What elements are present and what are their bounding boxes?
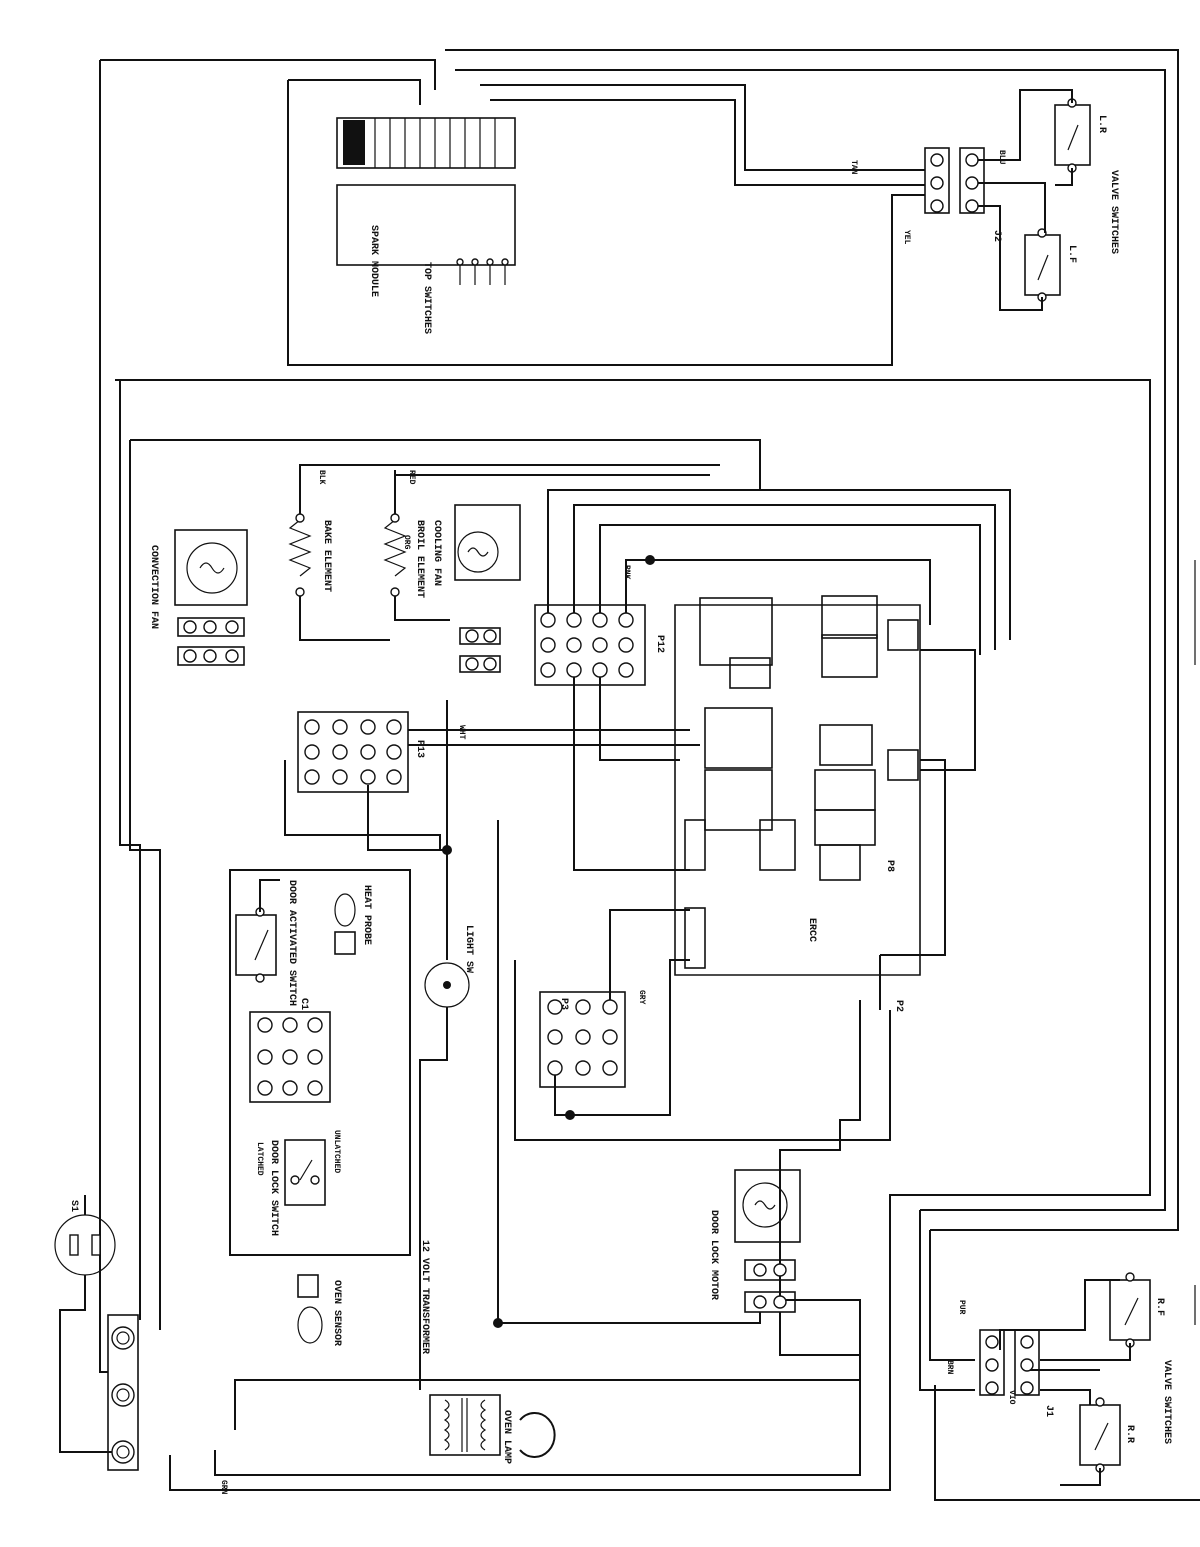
oven-lamp-label: OVEN LAMP bbox=[501, 1410, 512, 1464]
p12-label: P12 bbox=[654, 635, 665, 653]
j2-label: J2 bbox=[991, 230, 1002, 242]
p2-label: P2 bbox=[893, 1000, 904, 1012]
wire-code: YEL bbox=[902, 230, 911, 245]
spark-module: SPARK MODULE TOP SWITCHES bbox=[336, 117, 516, 334]
valve-switches-top-label: VALVE SWITCHES bbox=[1108, 170, 1119, 254]
power-terminal-block: S1 bbox=[54, 1195, 139, 1471]
wire-code: BLK bbox=[317, 470, 326, 485]
oven-sensor-label: OVEN SENSOR bbox=[331, 1280, 342, 1346]
door-lock-switch: DOOR LOCK SWITCH LATCHED UNLATCHED bbox=[255, 1130, 341, 1236]
bake-element-label: BAKE ELEMENT bbox=[321, 520, 332, 592]
valve-rf-label: R.F bbox=[1154, 1298, 1165, 1316]
wire-code: PUR bbox=[957, 1300, 966, 1315]
p3-connector: P3 bbox=[514, 909, 891, 1141]
cooling-fan-label: COOLING FAN bbox=[431, 520, 442, 586]
valve-switches-top: L.R L.F VALVE SWITCHES J2 bbox=[924, 89, 1119, 311]
door-activated-switch: DOOR ACTIVATED SWITCH HEAT PROBE bbox=[235, 879, 372, 1006]
door-lock-motor: DOOR LOCK MOTOR bbox=[493, 820, 860, 1356]
ercc-board: ERCC P8 P2 bbox=[674, 595, 976, 1012]
wire-code: PNK bbox=[622, 565, 631, 580]
wire-code: GRN bbox=[219, 1480, 228, 1495]
convection-fan: CONVECTION FAN bbox=[148, 529, 248, 666]
p8-label: P8 bbox=[884, 860, 895, 872]
j1-label: J1 bbox=[1043, 1405, 1054, 1417]
wire-code: TAN bbox=[849, 160, 858, 175]
light-switch: LIGHT SW bbox=[419, 925, 474, 1390]
p3-label: P3 bbox=[558, 998, 569, 1010]
wire-code: BRN bbox=[945, 1360, 954, 1375]
wire-code: VIO bbox=[1007, 1390, 1016, 1405]
p13-connector: P13 bbox=[284, 700, 700, 960]
unlatched-label: UNLATCHED bbox=[332, 1130, 341, 1173]
valve-switches-bottom-label: VALVE SWITCHES bbox=[1161, 1360, 1172, 1444]
top-switches-label: TOP SWITCHES bbox=[421, 262, 432, 334]
door-lock-switch-label: DOOR LOCK SWITCH bbox=[268, 1140, 279, 1236]
valve-rr-label: R.R bbox=[1124, 1425, 1135, 1443]
ercc-label: ERCC bbox=[806, 918, 817, 942]
door-lock-motor-label: DOOR LOCK MOTOR bbox=[708, 1210, 719, 1300]
wire-code: WHT bbox=[457, 725, 466, 740]
p13-label: P13 bbox=[414, 740, 425, 758]
p12-connector: P12 bbox=[534, 489, 1011, 871]
wire-code: GRY bbox=[637, 990, 646, 1005]
wire-code: RED bbox=[407, 470, 416, 485]
convection-fan-label: CONVECTION FAN bbox=[148, 545, 159, 629]
transformer: 12 VOLT TRANSFORMER OVEN LAMP bbox=[419, 1240, 556, 1464]
wire-code: ORG bbox=[402, 535, 411, 550]
transformer-label: 12 VOLT TRANSFORMER bbox=[419, 1240, 430, 1354]
valve-switches-bottom: R.F R.R VALVE SWITCHES J1 bbox=[979, 1272, 1172, 1486]
spark-module-label: SPARK MODULE bbox=[368, 225, 379, 297]
oven-sensor: OVEN SENSOR bbox=[297, 1274, 342, 1346]
heating-elements: BAKE ELEMENT BROIL ELEMENT COOLING FAN bbox=[288, 464, 720, 673]
valve-lf-label: L.F bbox=[1066, 245, 1077, 263]
wire-code: BLU bbox=[997, 150, 1006, 165]
s1-label: S1 bbox=[68, 1200, 79, 1212]
c1-label: C1 bbox=[298, 998, 309, 1010]
door-activated-switch-label: DOOR ACTIVATED SWITCH bbox=[286, 880, 297, 1006]
c1-connector: C1 bbox=[229, 869, 411, 1256]
heat-probe-label: HEAT PROBE bbox=[361, 885, 372, 945]
valve-lr-label: L.R bbox=[1096, 115, 1107, 133]
harness-wires bbox=[99, 49, 1200, 1501]
broil-element-label: BROIL ELEMENT bbox=[414, 520, 425, 598]
latched-label: LATCHED bbox=[255, 1142, 264, 1176]
light-switch-label: LIGHT SW bbox=[463, 925, 474, 973]
wire-code-labels: BLK RED WHT ORG BLU BRN PUR YEL TAN GRY … bbox=[219, 150, 1016, 1495]
